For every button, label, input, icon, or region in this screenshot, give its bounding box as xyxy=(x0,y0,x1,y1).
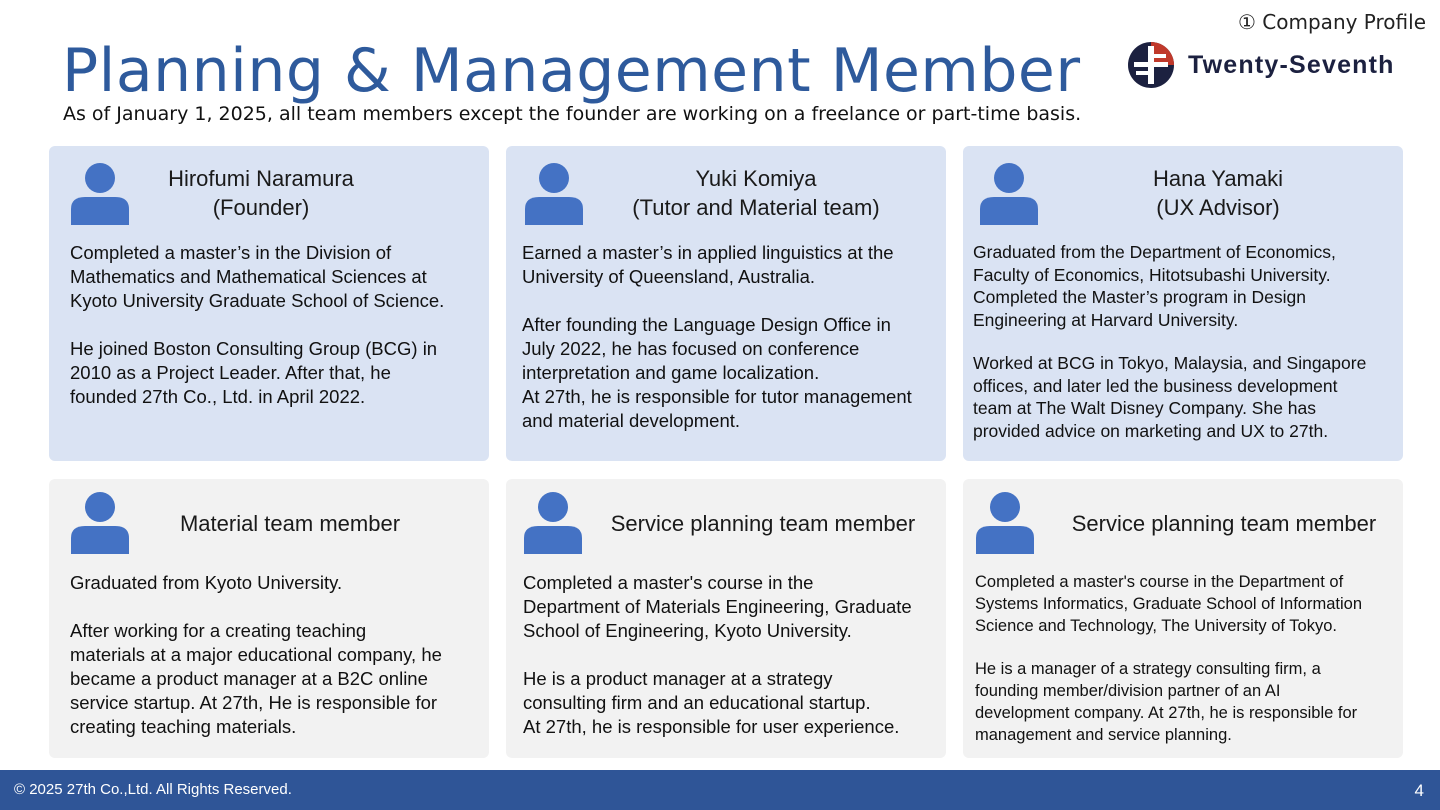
description-paragraph: After founding the Language Design Offic… xyxy=(522,314,912,431)
company-logo: Twenty-Seventh xyxy=(1124,38,1406,92)
copyright-text: © 2025 27th Co.,Ltd. All Rights Reserved… xyxy=(14,781,292,798)
member-name: Service planning team member xyxy=(1071,511,1377,536)
description-paragraph: Graduated from Kyoto University. xyxy=(70,572,343,593)
member-name: Service planning team member xyxy=(610,511,916,536)
description-paragraph: Earned a master’s in applied linguistics… xyxy=(522,242,894,287)
footer-bar: © 2025 27th Co.,Ltd. All Rights Reserved… xyxy=(0,770,1440,810)
description-paragraph: Graduated from the Department of Economi… xyxy=(973,242,1336,330)
page-number: 4 xyxy=(1414,781,1424,800)
member-description: Graduated from the Department of Economi… xyxy=(973,241,1403,442)
member-card-founder: Hirofumi Naramura (Founder) Completed a … xyxy=(49,146,489,461)
member-name: Hana Yamaki (UX Advisor) xyxy=(1152,166,1284,220)
page-title: Planning & Management Member xyxy=(62,36,1081,106)
member-description: Completed a master's course in the Depar… xyxy=(975,571,1403,746)
person-icon xyxy=(980,163,1038,225)
person-icon xyxy=(71,163,129,225)
member-card-service-planning-1: Service planning team member Completed a… xyxy=(506,479,946,758)
member-description: Graduated from Kyoto University. After w… xyxy=(70,571,485,739)
person-icon xyxy=(71,492,129,554)
section-label: ① Company Profile xyxy=(1238,10,1426,34)
person-icon xyxy=(524,492,582,554)
page-subtitle: As of January 1, 2025, all team members … xyxy=(63,103,1082,125)
member-description: Completed a master's course in the Depar… xyxy=(523,571,946,739)
member-card-ux-advisor: Hana Yamaki (UX Advisor) Graduated from … xyxy=(963,146,1403,461)
description-paragraph: He is a product manager at a strategy co… xyxy=(523,668,900,737)
description-paragraph: Completed a master’s in the Division of … xyxy=(70,242,445,311)
logo-text: Twenty-Seventh xyxy=(1188,50,1395,79)
description-paragraph: He joined Boston Consulting Group (BCG) … xyxy=(70,338,438,407)
description-paragraph: Completed a master's course in the Depar… xyxy=(523,572,912,641)
person-icon xyxy=(976,492,1034,554)
member-card-tutor: Yuki Komiya (Tutor and Material team) Ea… xyxy=(506,146,946,461)
member-description: Completed a master’s in the Division of … xyxy=(70,241,485,409)
member-name: Hirofumi Naramura (Founder) xyxy=(168,166,354,220)
description-paragraph: Completed a master's course in the Depar… xyxy=(975,573,1363,635)
member-card-material-team: Material team member Graduated from Kyot… xyxy=(49,479,489,758)
description-paragraph: After working for a creating teaching ma… xyxy=(70,620,442,737)
description-paragraph: He is a manager of a strategy consulting… xyxy=(975,660,1358,744)
twenty-seventh-logo-mark xyxy=(1128,42,1174,88)
member-description: Earned a master’s in applied linguistics… xyxy=(522,241,946,433)
description-paragraph: Worked at BCG in Tokyo, Malaysia, and Si… xyxy=(973,353,1367,441)
member-name: Material team member xyxy=(179,511,401,536)
person-icon xyxy=(525,163,583,225)
member-name: Yuki Komiya (Tutor and Material team) xyxy=(632,166,880,220)
member-card-service-planning-2: Service planning team member Completed a… xyxy=(963,479,1403,758)
